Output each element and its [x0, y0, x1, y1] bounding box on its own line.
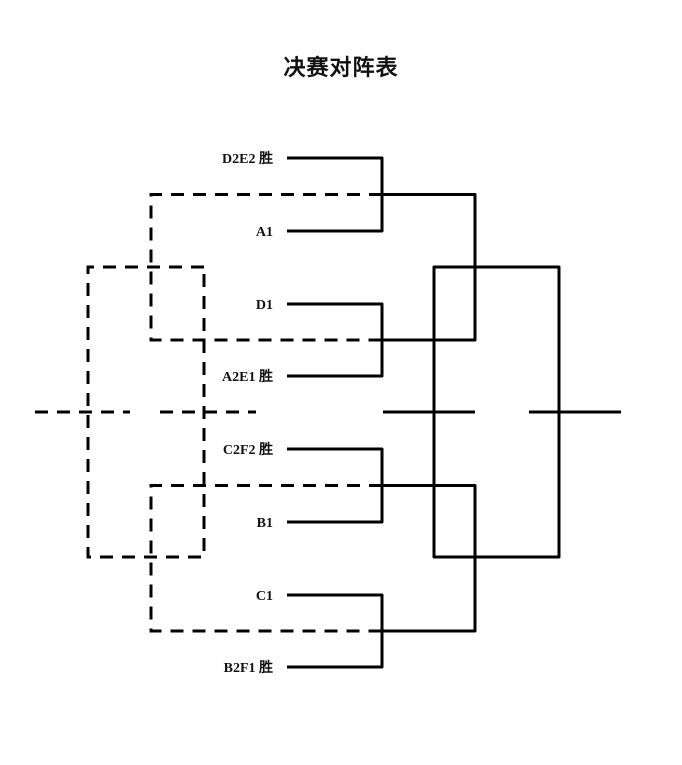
team-label: C1 — [256, 589, 273, 604]
solid-bracket-lines — [287, 156, 621, 669]
team-label: B1 — [257, 516, 273, 531]
mirrored-semifinal-connector — [149, 484, 382, 633]
dashed-bracket-lines — [35, 193, 382, 633]
bracket-title: 决赛对阵表 — [283, 55, 399, 81]
team-label: C2F2 胜 — [223, 442, 273, 458]
team-label: A2E1 胜 — [222, 369, 273, 385]
team-label: D1 — [256, 298, 273, 313]
mirrored-final-connector — [86, 265, 206, 559]
team-label: D2E2 胜 — [222, 151, 273, 167]
team-label: A1 — [256, 225, 273, 240]
final-connector — [432, 265, 561, 559]
team-label: B2F1 胜 — [224, 660, 273, 676]
mirrored-semifinal-connector — [149, 193, 382, 342]
